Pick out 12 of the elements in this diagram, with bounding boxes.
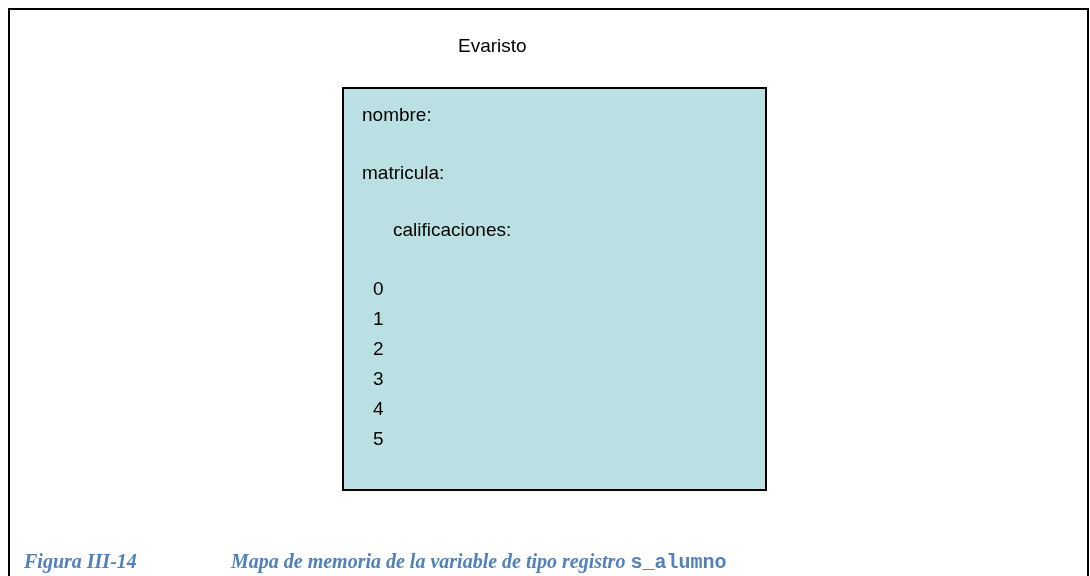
array-index: 4 (373, 397, 384, 421)
field-label: matricula: (362, 161, 445, 185)
array-index: 0 (373, 277, 384, 301)
figure-caption: Mapa de memoria de la variable de tipo registro s_alumno (231, 549, 727, 575)
array-index: 5 (373, 427, 384, 451)
field-label: nombre: (362, 103, 432, 127)
array-index: 1 (373, 307, 384, 331)
figure-number: Figura III-14 (24, 549, 137, 573)
array-index: 2 (373, 337, 384, 361)
field-label: calificaciones: (393, 218, 512, 242)
array-index: 3 (373, 367, 384, 391)
variable-name: Evaristo (458, 34, 527, 58)
